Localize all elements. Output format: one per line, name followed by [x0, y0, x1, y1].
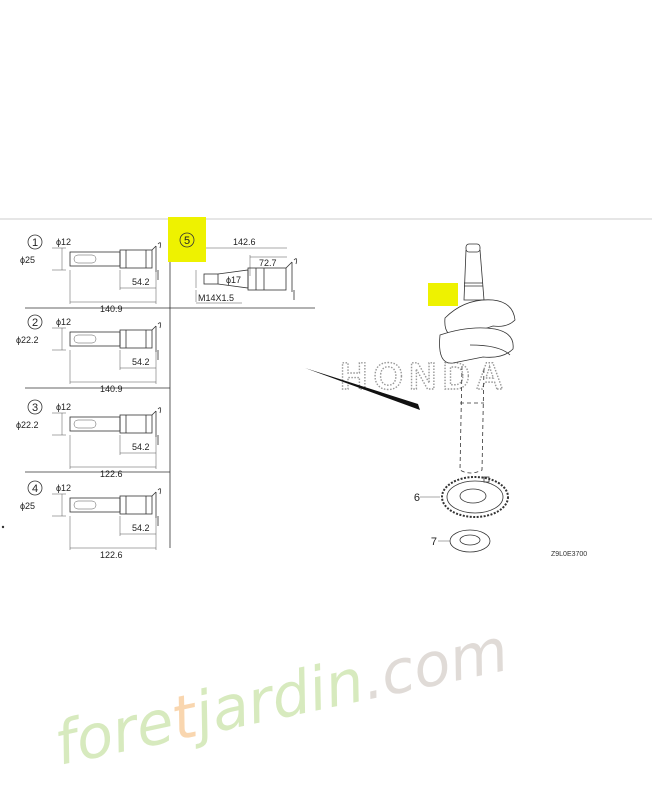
callout-7: 7 [431, 536, 437, 548]
short-length: 54.2 [132, 277, 150, 287]
total-length: 122.6 [100, 469, 123, 479]
panel-number: 5 [184, 235, 190, 247]
large-diameter: ϕ25 [20, 255, 35, 265]
honda-logo: HONDA [339, 355, 509, 398]
small-diameter: ϕ12 [56, 237, 71, 247]
watermark: foretjardin.com [49, 615, 515, 779]
shaft-panel-4: 4 ϕ12 ϕ25 54.2 122.6 [20, 480, 162, 560]
washer: 7 [431, 529, 491, 553]
total-length: 140.9 [100, 304, 123, 314]
large-diameter: ϕ25 [20, 501, 35, 511]
large-diameter: ϕ22.2 [16, 335, 39, 345]
pointer-arrow [305, 368, 420, 410]
shaft-panel-1: 1 ϕ12 ϕ25 54.2 140.9 [20, 234, 162, 314]
short-length: 54.2 [132, 442, 150, 452]
short-length: 54.2 [132, 523, 150, 533]
crankshaft [439, 243, 516, 474]
figure-code: Z9L0E3700 [551, 551, 587, 558]
watermark-part-fore: fore [49, 686, 180, 779]
total-length: 122.6 [100, 550, 123, 560]
watermark-part-jardin: jardin [182, 646, 371, 751]
mid-length: 72.7 [259, 258, 277, 268]
small-diameter: ϕ12 [56, 483, 71, 493]
shaft-panel-3: 3 ϕ12 ϕ22.2 54.2 122.6 [16, 399, 162, 479]
honda-logo-text: HONDA [340, 356, 509, 398]
small-diameter: ϕ12 [56, 402, 71, 412]
timing-gear: 6 [414, 476, 509, 518]
panel-number: 4 [32, 483, 38, 495]
total-length: 142.6 [233, 237, 256, 247]
dot [1, 525, 5, 529]
watermark-part-com: .com [356, 615, 515, 714]
panel-number: 1 [32, 237, 38, 249]
small-diameter: ϕ12 [56, 317, 71, 327]
panel-number: 3 [32, 402, 38, 414]
large-diameter: ϕ22.2 [16, 420, 39, 430]
svg-text:foretjardin.com: foretjardin.com [49, 615, 515, 779]
panel-number: 2 [32, 317, 38, 329]
highlight-marker [428, 283, 458, 306]
thread-spec: M14X1.5 [198, 293, 234, 303]
callout-6: 6 [414, 492, 420, 504]
total-length: 140.9 [100, 384, 123, 394]
diameter: ϕ17 [226, 275, 241, 285]
shaft-panel-5: 5 142.6 72.7 ϕ17 M14X1.5 [179, 232, 298, 304]
shaft-panel-2: 2 ϕ12 ϕ22.2 54.2 140.9 [16, 314, 162, 394]
highlight-marker [168, 217, 206, 262]
short-length: 54.2 [132, 357, 150, 367]
